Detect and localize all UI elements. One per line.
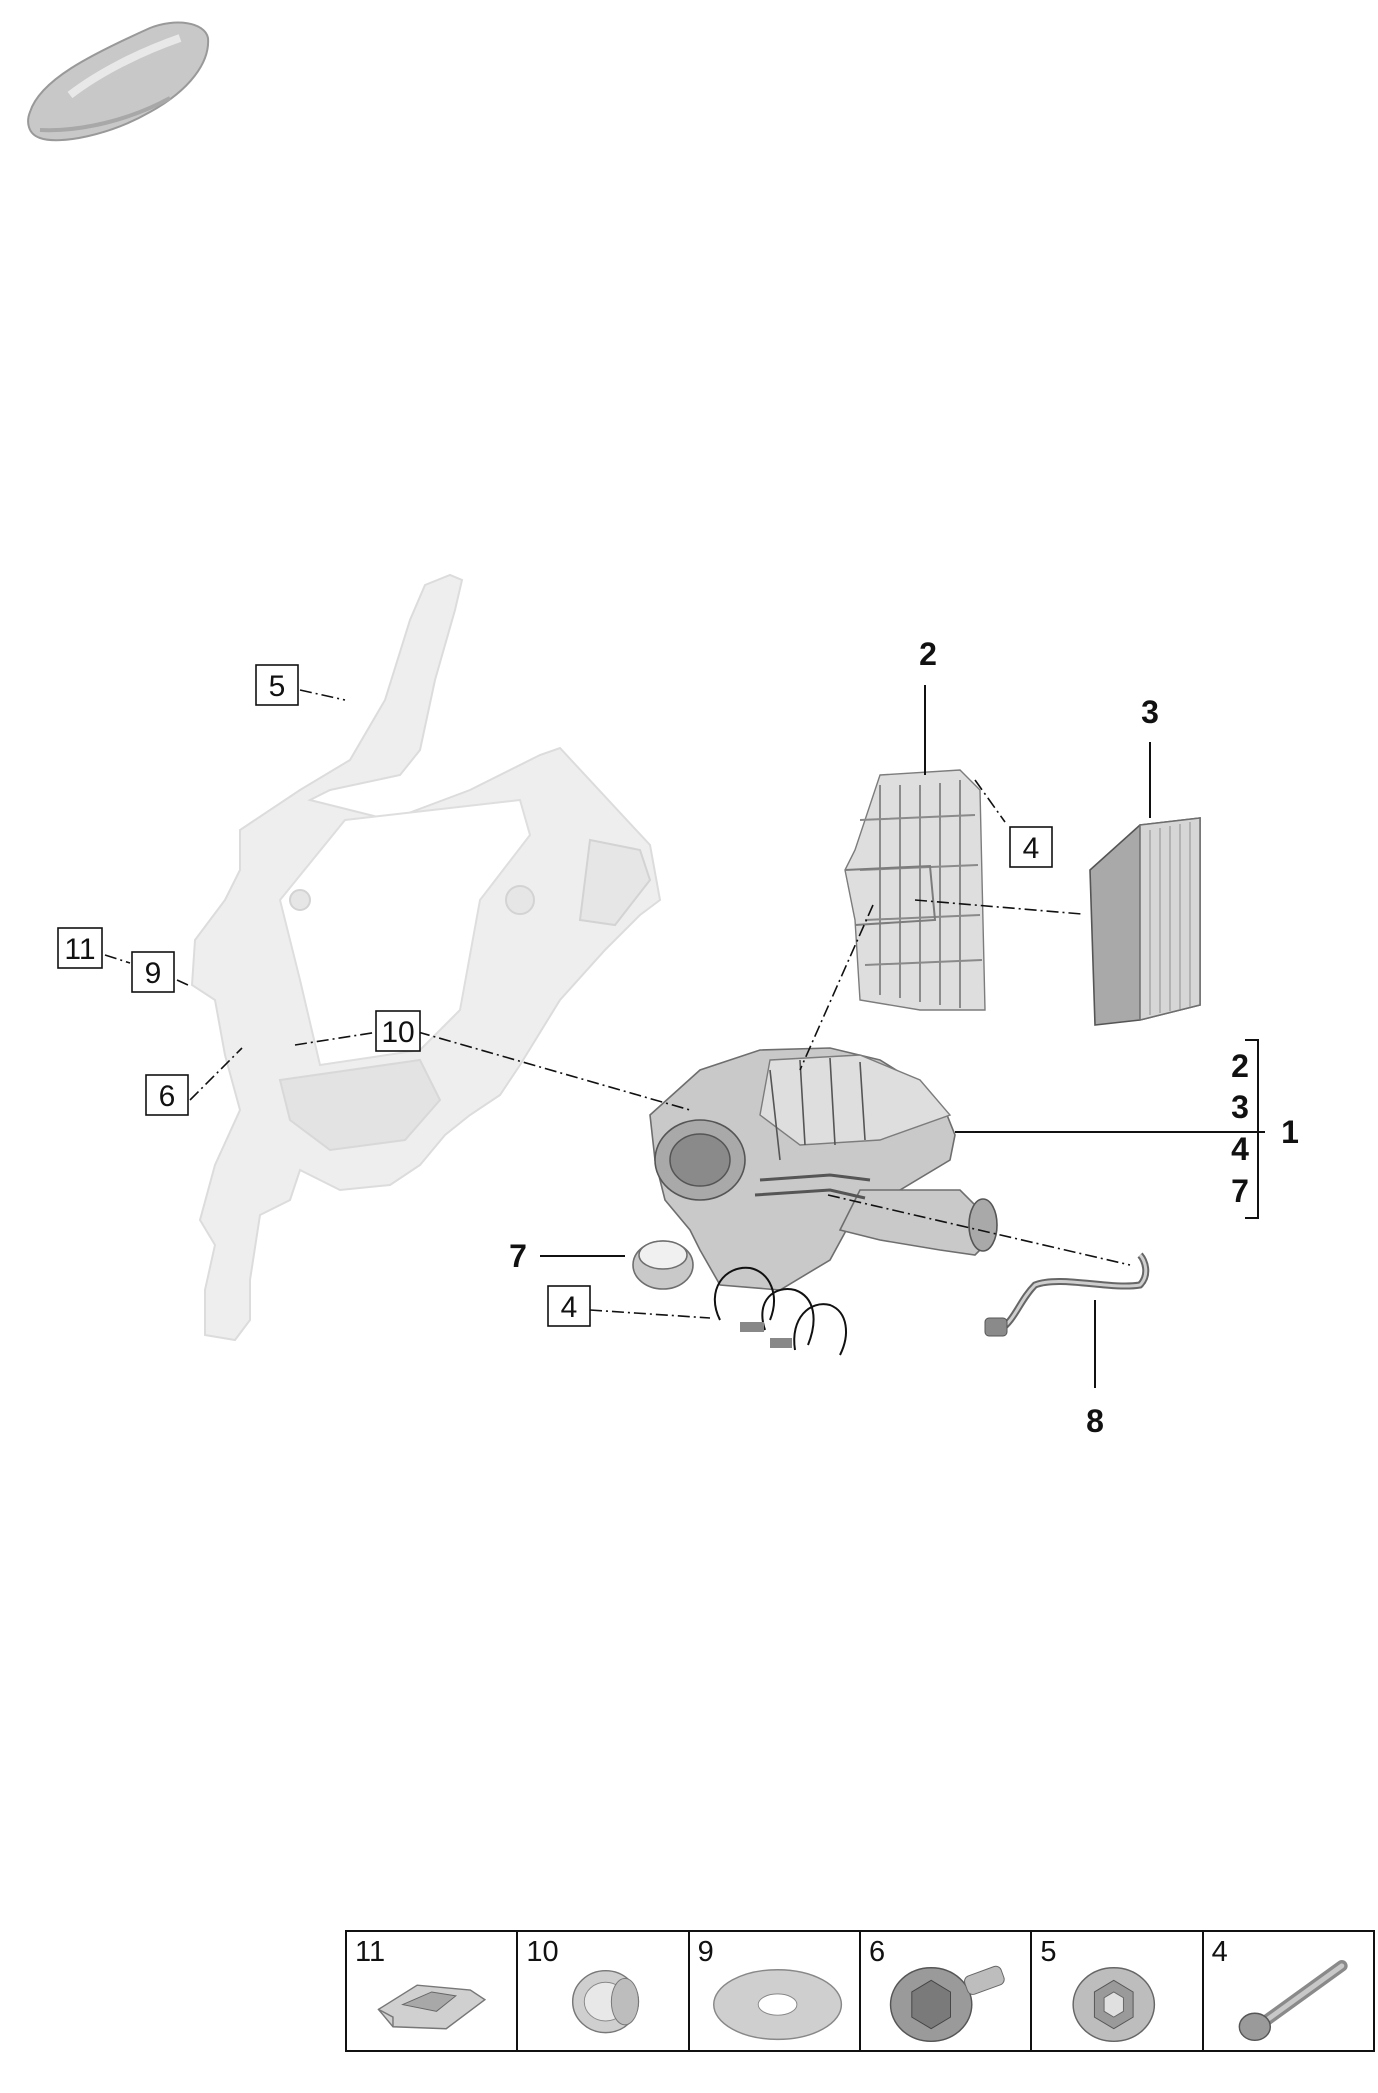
legend-cell-5: 5 (1032, 1932, 1204, 2050)
legend-number: 11 (355, 1936, 386, 1968)
legend-number: 9 (697, 1936, 714, 1968)
screw-icon (1238, 1960, 1348, 2042)
carrier-frame-ghost (190, 573, 662, 1342)
grommet-icon (572, 1969, 640, 2034)
clip-nut-icon (377, 1984, 487, 2030)
leader-lines (540, 685, 1265, 1388)
svg-text:5: 5 (269, 670, 286, 703)
legend-number: 6 (868, 1936, 886, 1968)
legend-cell-11: 11 (347, 1932, 519, 2050)
callout-7: 7 (509, 1238, 527, 1274)
alignment-lines (104, 689, 1131, 1319)
svg-text:10: 10 (381, 1016, 414, 1049)
group-item-4: 4 (1231, 1131, 1249, 1167)
group-item-3: 3 (1231, 1089, 1249, 1125)
legend-number: 5 (1040, 1936, 1057, 1968)
callout-1: 1 (1281, 1114, 1299, 1150)
legend-cell-10: 10 (518, 1932, 690, 2050)
svg-text:11: 11 (64, 933, 95, 966)
svg-text:4: 4 (1023, 832, 1040, 865)
legend-cell-9: 9 (690, 1932, 861, 2050)
air-filter-housing (649, 1047, 998, 1291)
boxed-callout-11: 11 (57, 927, 103, 969)
legend-cell-4: 4 (1204, 1932, 1373, 2050)
washer-icon (712, 1968, 842, 2041)
svg-text:9: 9 (145, 957, 162, 990)
boxed-callout-4-upper: 4 (1009, 826, 1053, 868)
filter-cage (844, 769, 986, 1011)
hose-clamps (713, 1266, 847, 1356)
flange-nut-icon (1072, 1967, 1156, 2043)
boxed-callout-5: 5 (255, 664, 299, 706)
callout-2: 2 (919, 636, 937, 672)
callout-3: 3 (1141, 694, 1159, 730)
group-item-2: 2 (1231, 1048, 1249, 1084)
filter-element (1089, 817, 1201, 1026)
boxed-callout-6: 6 (145, 1074, 189, 1116)
boxed-callout-4-lower: 4 (547, 1285, 591, 1327)
legend-number: 4 (1211, 1936, 1228, 1968)
sleeve-ring (632, 1240, 694, 1290)
breather-hose (984, 1252, 1150, 1337)
boxed-callout-9: 9 (131, 951, 175, 993)
svg-text:6: 6 (159, 1080, 176, 1113)
boxed-callout-10: 10 (375, 1010, 421, 1052)
legend-cell-6: 6 (861, 1932, 1033, 2050)
parts-legend: 11 10 9 6 (345, 1930, 1375, 2052)
vehicle-thumbnail-icon (27, 21, 210, 142)
legend-number: 10 (526, 1936, 559, 1968)
flange-bolt-icon (889, 1965, 1005, 2043)
callout-8: 8 (1086, 1403, 1104, 1439)
group-item-7: 7 (1231, 1173, 1249, 1209)
svg-text:4: 4 (561, 1291, 578, 1324)
